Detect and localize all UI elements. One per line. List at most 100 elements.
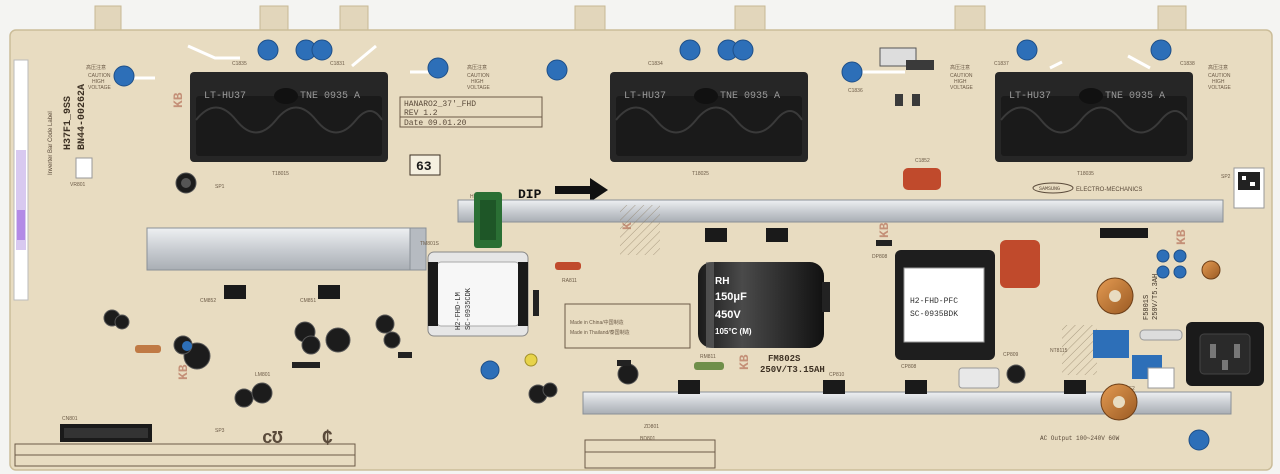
svg-text:BD801: BD801: [640, 436, 656, 442]
svg-text:Ʊ: Ʊ: [272, 429, 283, 449]
cap-line1: 150μF: [715, 291, 747, 303]
svg-text:高压注意: 高压注意: [1208, 64, 1228, 71]
bridge-rectifier: [1100, 228, 1148, 238]
standby-transformer: H2-FHD-LM SC-0935CDK: [427, 251, 529, 337]
svg-text:TM801S: TM801S: [420, 241, 440, 247]
transformer-2-right-text: TNE 0935 A: [720, 91, 780, 102]
ref-c1852: C1852: [915, 158, 930, 164]
dip-arrow: [555, 178, 608, 202]
svg-text:VOLTAGE: VOLTAGE: [88, 85, 112, 91]
hanaro-line2: REV 1.2: [404, 109, 438, 118]
svg-text:RA811: RA811: [562, 278, 577, 284]
svg-text:ZD801: ZD801: [644, 424, 659, 430]
code-63-box: [409, 154, 441, 176]
main-capacitor: RH 150μF 450V 105°C (M): [698, 262, 824, 348]
svg-text:Made in China/中国制造: Made in China/中国制造: [570, 319, 624, 326]
hv-warning-1: 高压注意 CAUTION HIGH VOLTAGE: [86, 64, 112, 91]
barcode-label: [13, 59, 29, 301]
cap-line3: 105°C (M): [715, 327, 752, 336]
transformer-1: LT-HU37 TNE 0935 A T18015: [190, 72, 388, 177]
pfc-line2: SC-0935BDK: [910, 310, 958, 319]
film-capacitor-c1852: [903, 168, 941, 190]
svg-text:C1835: C1835: [232, 61, 247, 67]
transformer-1-ref: T18015: [272, 171, 289, 177]
svg-text:HIGH: HIGH: [92, 79, 105, 85]
ul-marks: c Ʊ ₵: [262, 429, 333, 449]
svg-text:LM801: LM801: [255, 372, 271, 378]
hanaro-info-box: HANARO2_37'_FHD REV 1.2 Date 09.01.20: [399, 96, 543, 128]
svg-text:CAUTION: CAUTION: [1208, 73, 1231, 79]
svg-text:C1837: C1837: [994, 61, 1009, 67]
fuse-resistor: [958, 367, 1000, 389]
ref-cn801: CN801: [62, 416, 78, 422]
dip-label: DIP: [518, 187, 542, 202]
code-63: 63: [416, 159, 432, 174]
trimmer-vr801: [75, 157, 93, 179]
cap-brand: RH: [715, 276, 729, 287]
kb-mark: KB: [877, 222, 892, 238]
svg-text:SP3: SP3: [215, 428, 225, 434]
hanaro-line1: HANARO2_37'_FHD: [404, 100, 476, 109]
transformer-1-left-text: LT-HU37: [204, 91, 246, 102]
svg-text:C1834: C1834: [648, 61, 663, 67]
svg-text:HIGH: HIGH: [471, 79, 484, 85]
kb-mark: KB: [737, 354, 752, 370]
model-line1: H37F1_9SS: [63, 96, 74, 150]
svg-text:VOLTAGE: VOLTAGE: [467, 85, 491, 91]
transformer-2-left-text: LT-HU37: [624, 91, 666, 102]
hv-warning-4: 高压注意 CAUTION HIGH VOLTAGE: [1208, 64, 1232, 91]
transformer-2-ref: T18025: [692, 171, 709, 177]
kb-mark: KB: [1174, 229, 1189, 245]
fuse-right-rating: 250V/T5.3AH: [1152, 274, 1160, 320]
sp4-screw: [181, 178, 191, 188]
svg-text:CM851: CM851: [300, 298, 316, 304]
svg-text:Made in Thailand/泰国制造: Made in Thailand/泰国制造: [570, 329, 630, 336]
cap-line2: 450V: [715, 309, 741, 321]
transformer-3-ref: T18035: [1077, 171, 1094, 177]
green-connector: [474, 192, 502, 248]
inverter-label: Inverter Bar Code Label: [48, 111, 54, 175]
fuse-main-ref: FM802S: [768, 354, 801, 364]
svg-text:VOLTAGE: VOLTAGE: [950, 85, 974, 91]
toroid-coils: [1096, 260, 1221, 421]
transformer-3-right-text: TNE 0935 A: [1105, 91, 1165, 102]
resistors: [135, 240, 892, 370]
glass-fuse: [1139, 329, 1183, 341]
hatched-pad-1: [620, 205, 660, 255]
transformer-3: LT-HU37 TNE 0935 A T18035: [995, 72, 1193, 177]
small-electrolytics: [103, 172, 1026, 408]
white-part: [1147, 367, 1175, 389]
ac-input-socket: [1186, 322, 1264, 386]
transformer-1-right-text: TNE 0935 A: [300, 91, 360, 102]
svg-text:HIGH: HIGH: [954, 79, 967, 85]
wire-stubs: [128, 44, 1151, 80]
smd-cluster-top: [879, 47, 934, 106]
svg-text:C1838: C1838: [1180, 61, 1195, 67]
fuse-main-rating: 250V/T3.15AH: [760, 365, 825, 375]
svg-text:高压注意: 高压注意: [86, 64, 106, 71]
to220-transistors: [224, 228, 1086, 394]
electro-mechanics-text: ELECTRO-MECHANICS: [1076, 187, 1142, 193]
svg-text:CP808: CP808: [901, 364, 917, 370]
fuse-right-ref: F5801S: [1143, 295, 1151, 320]
model-line2: BN44-00262A: [77, 84, 88, 150]
svg-text:c: c: [262, 429, 273, 449]
hv-capacitors: [113, 39, 1210, 451]
silk-table-bottom: [14, 439, 716, 469]
pfc-line1: H2-FHD-PFC: [910, 297, 958, 306]
svg-text:CAUTION: CAUTION: [467, 73, 490, 79]
made-in-box: Made in China/中国制造 Made in Thailand/泰国制造: [564, 303, 691, 349]
ref-labels: C1835 C1831 C1834 C1836 C1837 C1838 TM80…: [70, 61, 1231, 442]
svg-text:CAUTION: CAUTION: [950, 73, 973, 79]
svg-text:VR801: VR801: [70, 182, 86, 188]
ac-output-text: AC Output 100~240V 60W: [1040, 435, 1120, 442]
small-blue-cap: [182, 341, 192, 351]
hv-warning-3: 高压注意 CAUTION HIGH VOLTAGE: [950, 64, 974, 91]
yellow-cap: [524, 353, 538, 367]
svg-text:NT8115: NT8115: [1050, 348, 1068, 354]
svg-text:SP2: SP2: [1221, 174, 1231, 180]
standby-line1: H2-FHD-LM: [455, 292, 463, 330]
barcode-sticker-right: [1233, 167, 1265, 209]
